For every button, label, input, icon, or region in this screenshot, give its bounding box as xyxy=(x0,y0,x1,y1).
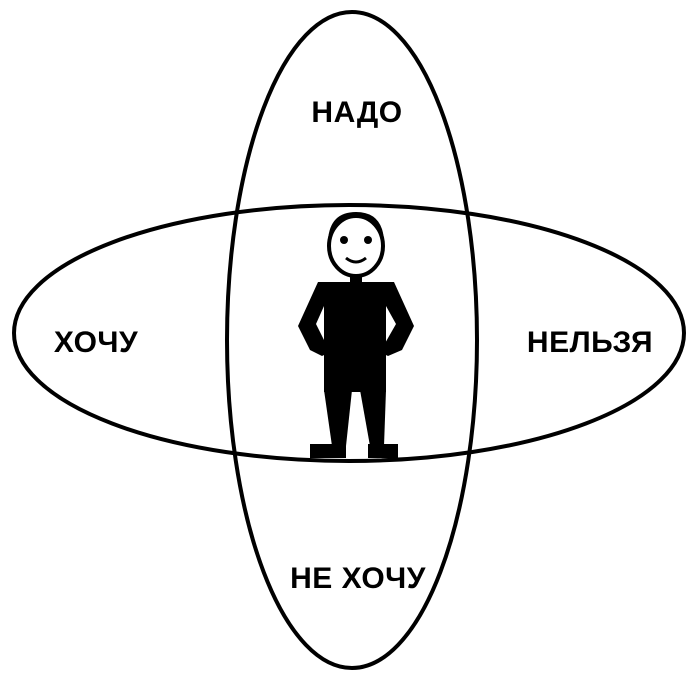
person-figure xyxy=(298,212,414,458)
label-nelzya: НЕЛЬЗЯ xyxy=(527,326,653,359)
label-ne-hochu: НЕ ХОЧУ xyxy=(290,562,426,595)
person-right-foot xyxy=(368,444,398,458)
person-left-eye xyxy=(340,236,348,244)
person-right-leg xyxy=(360,390,386,446)
label-nado: НАДО xyxy=(311,96,402,129)
person-torso xyxy=(298,282,414,392)
person-left-foot xyxy=(310,444,346,458)
person-right-eye xyxy=(364,236,372,244)
person-head xyxy=(329,216,383,276)
person-left-leg xyxy=(324,390,352,446)
label-hochu: ХОЧУ xyxy=(54,326,138,359)
